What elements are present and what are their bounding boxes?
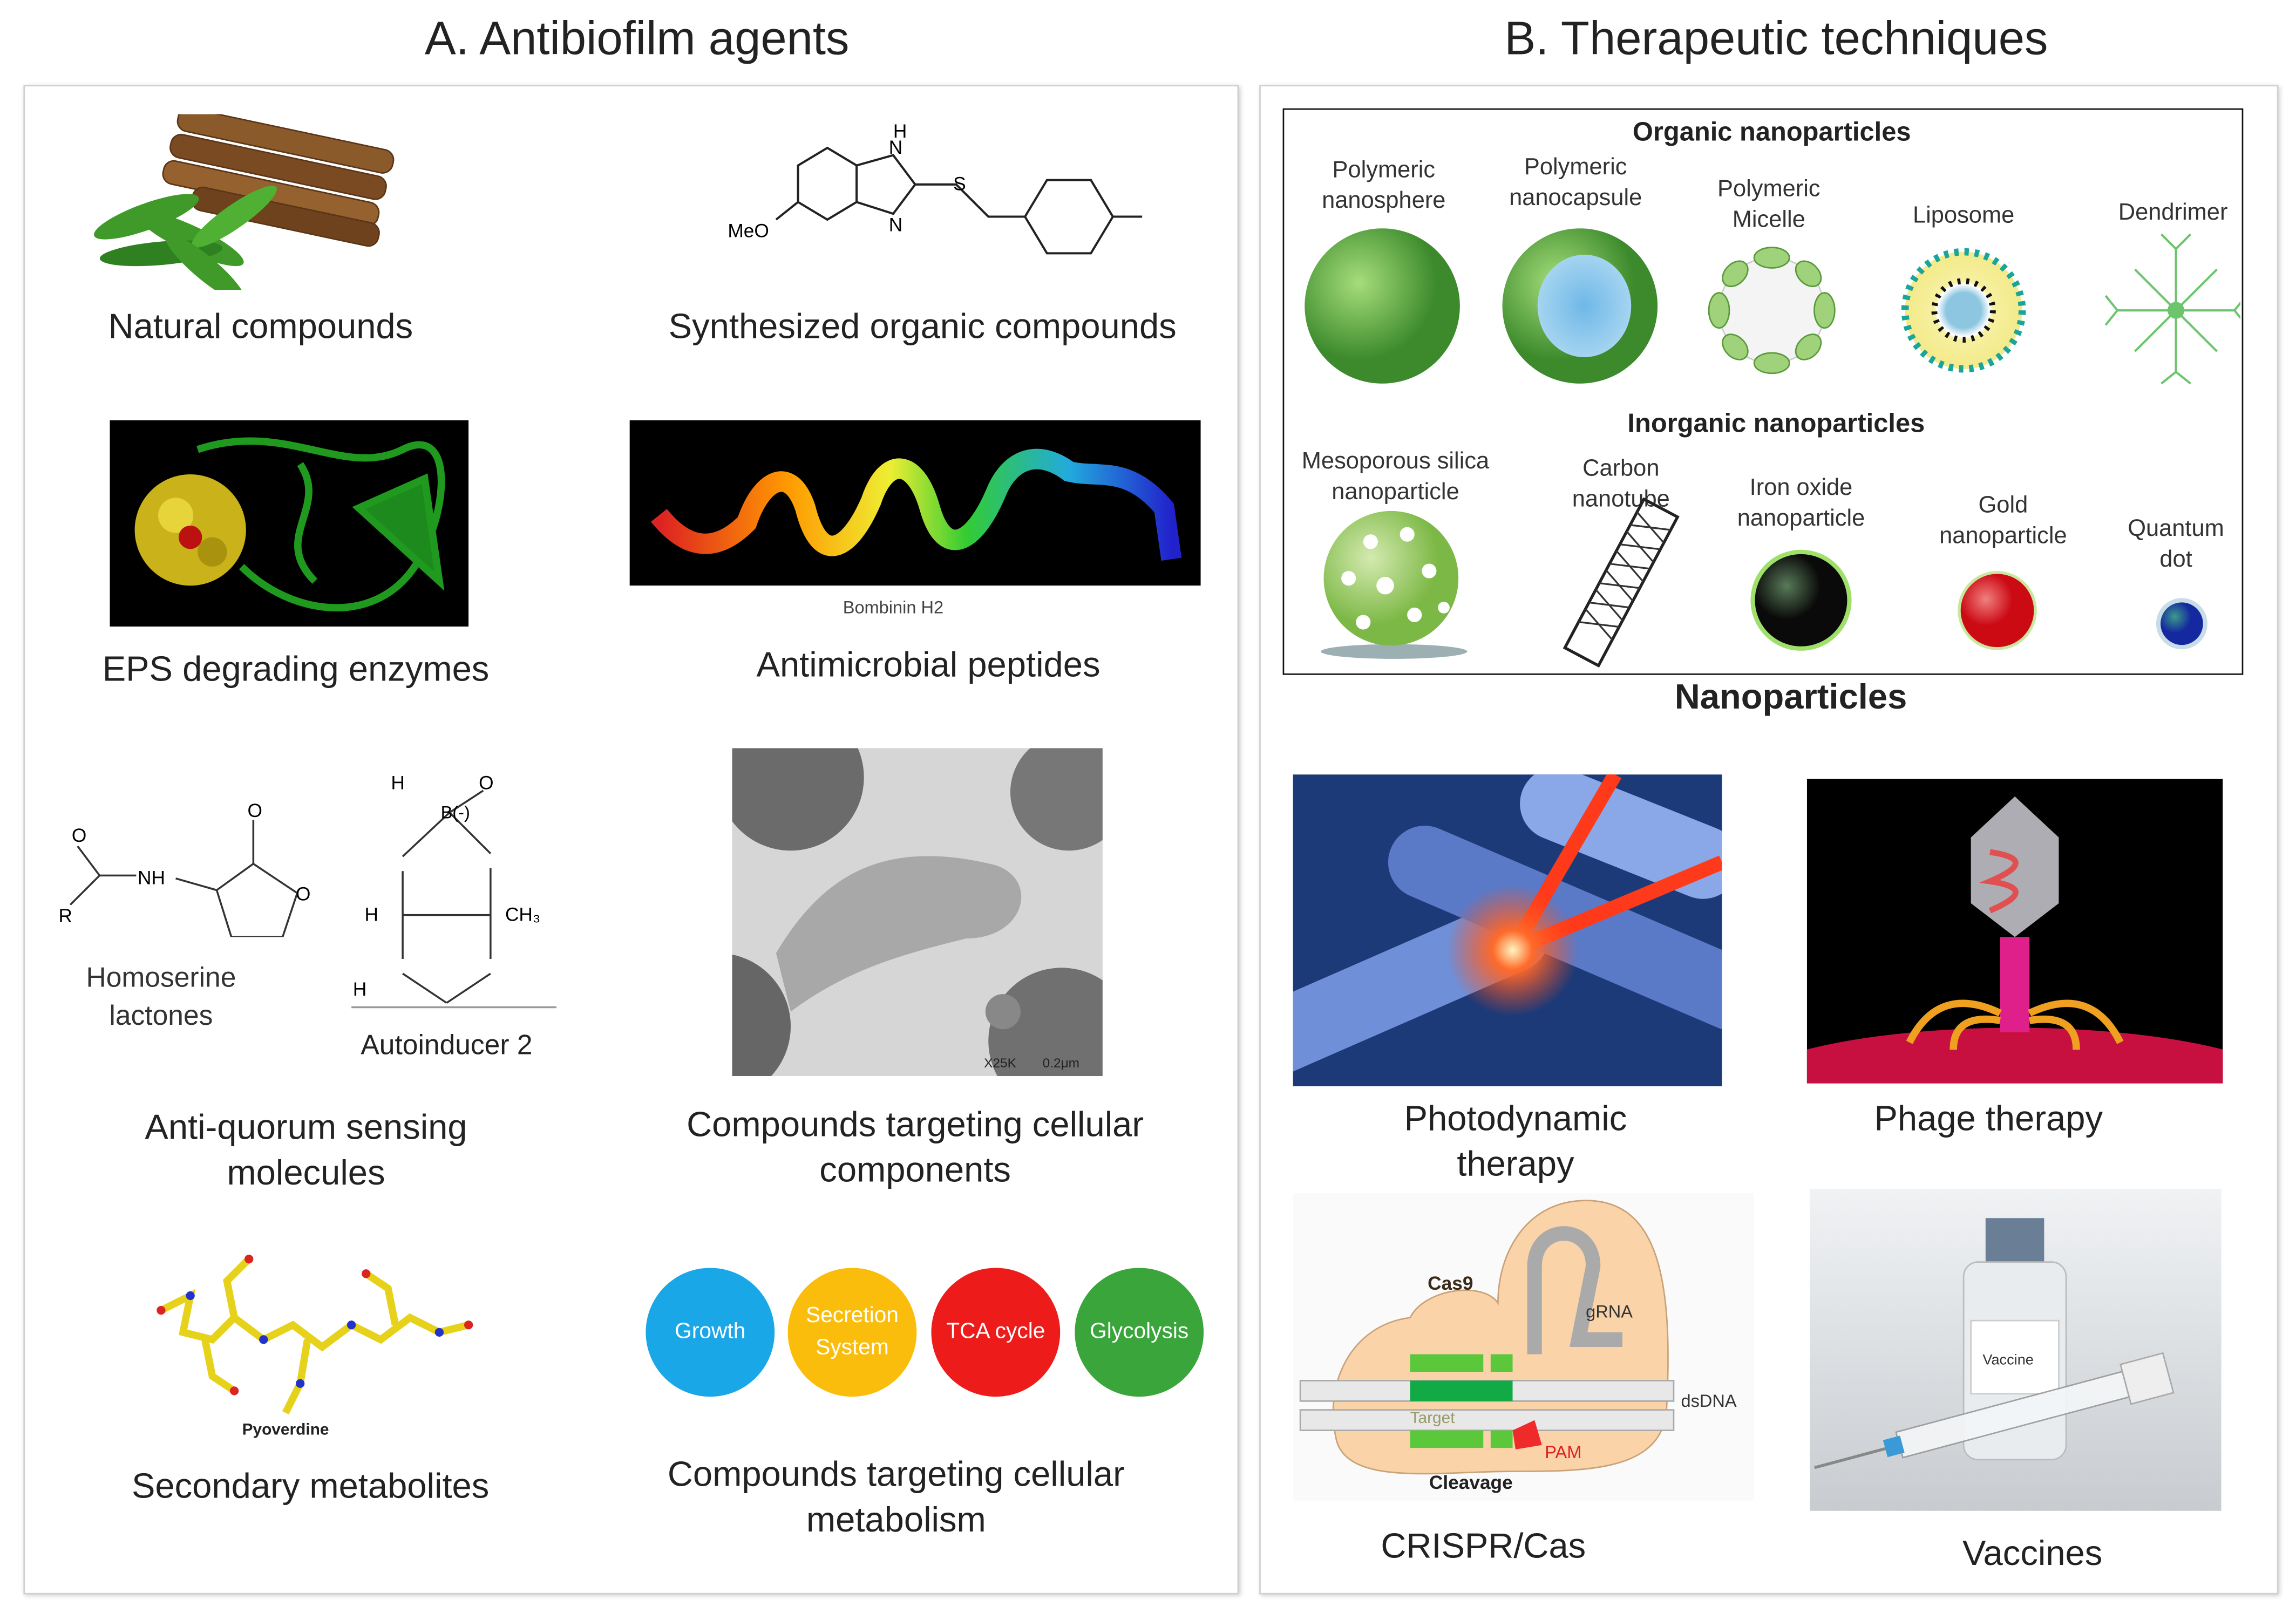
inorganic-nanoparticles-heading: Inorganic nanoparticles — [1627, 408, 1925, 438]
atom-h: H — [893, 121, 907, 142]
nanosphere-icon — [1305, 228, 1460, 384]
bombinin-caption: Bombinin H2 — [843, 597, 944, 618]
vaccine-vial-label: Vaccine — [1982, 1351, 2034, 1368]
grna-label: gRNA — [1586, 1302, 1633, 1322]
atom-b: B(-) — [441, 803, 470, 822]
inorganic-nanoparticle-icons — [1321, 498, 2207, 668]
magnification-label: X25K — [984, 1056, 1016, 1071]
pyoverdine-caption: Pyoverdine — [242, 1421, 329, 1439]
atom-r: R — [59, 906, 72, 927]
dendrimer-label: Dendrimer — [2118, 200, 2228, 226]
eps-enzyme-image — [110, 420, 469, 627]
atom-nh: NH — [138, 868, 165, 889]
antimicrobial-peptide-image — [629, 420, 1201, 586]
iron-oxide-icon — [1750, 549, 1852, 651]
pam-label: PAM — [1545, 1442, 1581, 1462]
organic-nanoparticles-heading: Organic nanoparticles — [1632, 117, 1911, 147]
atom-h: H — [391, 772, 404, 793]
liposome-icon — [1901, 248, 2026, 373]
photodynamic-therapy-image — [1293, 774, 1722, 1087]
mesoporous-silica-icon — [1323, 510, 1459, 646]
organic-nanoparticle-icons — [1305, 228, 2240, 385]
pyoverdine-structure — [157, 1255, 473, 1415]
scale-bar-label: 0.2μm — [1042, 1056, 1080, 1071]
atom-meo: MeO — [728, 221, 769, 242]
natural-compounds-image — [94, 114, 395, 290]
atom-o: O — [247, 800, 262, 821]
atom-h: H — [353, 979, 366, 1000]
tca-cycle-circle: TCA cycle — [931, 1268, 1061, 1397]
dsdna-label: dsDNA — [1681, 1391, 1737, 1411]
nanoparticles-box — [1282, 108, 2244, 675]
cellular-components-micrograph: X25K 0.2μm — [732, 748, 1103, 1077]
atom-h: H — [365, 904, 378, 925]
autoinducer-2-structure: H B(-) O H CH₃ H — [351, 772, 556, 1009]
crispr-cas-label: CRISPR/Cas — [1381, 1527, 1586, 1567]
eps-degrading-enzymes-label: EPS degrading enzymes — [102, 650, 490, 690]
phage-therapy-image — [1806, 779, 2223, 1084]
nanoparticles-heading: Nanoparticles — [1674, 678, 1907, 718]
atom-ch3: CH₃ — [505, 904, 540, 925]
glycolysis-circle: Glycolysis — [1075, 1268, 1204, 1397]
atom-o: O — [72, 825, 86, 846]
atom-o: O — [296, 883, 310, 904]
carbon-nanotube-icon — [1563, 498, 1680, 668]
phage-therapy-label: Phage therapy — [1874, 1099, 2103, 1139]
quantum-dot-icon — [2156, 598, 2207, 650]
natural-compounds-label: Natural compounds — [108, 307, 413, 347]
atom-n: N — [889, 215, 902, 236]
cas9-label: Cas9 — [1428, 1273, 1473, 1294]
target-label: Target — [1410, 1409, 1456, 1427]
secretion-system-circle: Secretion System — [787, 1268, 917, 1397]
crispr-cas-diagram: Cas9 gRNA dsDNA Target PAM Cleavage — [1293, 1193, 1755, 1501]
liposome-label: Liposome — [1913, 203, 2015, 229]
homoserine-lactone-structure: O O O NH R — [59, 800, 310, 937]
synthesized-compounds-label: Synthesized organic compounds — [668, 307, 1177, 347]
autoinducer-2-label: Autoinducer 2 — [361, 1030, 533, 1061]
micelle-icon — [1708, 247, 1836, 375]
antimicrobial-peptides-label: Antimicrobial peptides — [756, 645, 1101, 685]
gold-nanoparticle-icon — [1958, 571, 2037, 650]
cleavage-label: Cleavage — [1429, 1472, 1513, 1493]
vaccines-image: Vaccine — [1810, 1188, 2222, 1511]
atom-s: S — [953, 174, 966, 195]
secondary-metabolites-label: Secondary metabolites — [131, 1467, 490, 1507]
growth-circle: Growth — [646, 1268, 775, 1397]
dendrimer-icon — [2104, 233, 2240, 385]
vaccines-label: Vaccines — [1962, 1534, 2103, 1574]
atom-o: O — [479, 772, 493, 793]
synthesized-compound-structure: H N N S MeO — [728, 121, 1143, 255]
panel-b-title: B. Therapeutic techniques — [1504, 11, 2048, 65]
panel-a-title: A. Antibiofilm agents — [424, 11, 850, 65]
atom-n: N — [889, 137, 902, 158]
